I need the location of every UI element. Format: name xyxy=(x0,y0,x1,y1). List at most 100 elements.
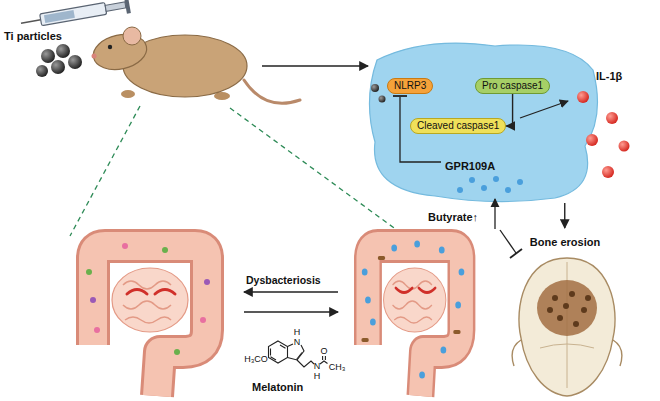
bacterium xyxy=(200,317,206,323)
butyrate-dot xyxy=(459,269,465,276)
butyrate-dot xyxy=(517,179,523,185)
gut-dysbiosis xyxy=(86,243,210,396)
butyrate-dot xyxy=(469,177,475,183)
mouse-eye xyxy=(108,45,112,49)
syringe-handle xyxy=(124,0,131,14)
butyrate-dot xyxy=(362,269,368,276)
colon-wall xyxy=(368,246,461,396)
sad-face xyxy=(127,290,175,295)
bacterium xyxy=(204,279,210,285)
double-bond xyxy=(297,353,303,360)
atom-label: N xyxy=(314,362,321,371)
mouse-ear xyxy=(123,27,141,45)
atom-label: N xyxy=(294,338,301,347)
node-outline xyxy=(500,228,630,398)
gut-healthy xyxy=(361,241,464,397)
group-label: CH₃ xyxy=(329,363,346,372)
bacterium xyxy=(378,256,385,260)
node-text: GPR109A xyxy=(445,160,495,173)
metabolite-label: Butyrate↑ xyxy=(428,211,478,224)
atom-label: O xyxy=(320,347,327,356)
dysbiosis-arrow xyxy=(244,291,338,292)
butyrate-dot xyxy=(455,302,461,309)
intestine-loops xyxy=(123,281,171,323)
happy-face xyxy=(396,288,435,293)
ti-particle xyxy=(56,44,70,58)
inhibition-bar xyxy=(510,249,522,258)
colon xyxy=(93,246,207,396)
bacterium xyxy=(90,297,96,303)
release-arrow xyxy=(520,101,568,118)
cell-membrane xyxy=(369,43,597,201)
benzene-ring xyxy=(269,341,288,363)
syringe-barrel xyxy=(40,2,107,25)
node-text: Cleaved caspase1 xyxy=(417,120,499,132)
arrow-connector xyxy=(564,203,565,228)
ti-particle xyxy=(51,60,65,74)
syringe xyxy=(19,0,130,32)
protein-pill: Cleaved caspase1 xyxy=(410,118,506,134)
colon xyxy=(368,246,461,396)
erosion-pit xyxy=(573,321,579,327)
syringe-plunger xyxy=(105,2,126,11)
il1b-molecule xyxy=(606,112,618,124)
butyrate-dot xyxy=(414,241,420,248)
erosion-pit xyxy=(547,307,553,313)
il1b-molecule xyxy=(602,166,614,178)
bacterium xyxy=(122,243,128,249)
bacterium xyxy=(174,349,180,355)
erosion-pit xyxy=(552,295,558,301)
ti-particle xyxy=(371,84,379,92)
colon-wall xyxy=(93,246,207,396)
protein-pill: NLRP3 xyxy=(387,78,433,94)
inhibition-bar xyxy=(393,95,407,97)
skull-outline xyxy=(519,258,615,396)
small-intestine xyxy=(112,268,188,332)
inhibition-line xyxy=(500,230,516,253)
erosion-pit xyxy=(563,303,569,309)
erosion-pit xyxy=(569,291,575,297)
carbonyl-bond xyxy=(323,356,326,360)
butyrate-dot xyxy=(419,372,425,379)
ti-particle xyxy=(41,49,55,63)
erosion-pit xyxy=(581,307,587,313)
restore-arrow xyxy=(244,311,338,312)
butyrate-dot xyxy=(493,176,499,182)
butyrate-dot xyxy=(457,187,463,193)
erosion-pit xyxy=(557,315,563,321)
bacterium xyxy=(86,269,92,275)
butyrate-arrow xyxy=(494,199,495,229)
inhibition-line xyxy=(400,97,441,162)
butyrate-dot xyxy=(391,245,397,252)
node-text: NLRP3 xyxy=(394,80,426,92)
il1b-molecule xyxy=(586,134,598,146)
butyrate-dot xyxy=(441,347,447,354)
process-label: Dysbacteriosis xyxy=(246,274,321,286)
flow-arrow xyxy=(262,65,368,66)
butyrate-dot xyxy=(439,247,445,254)
butyrate-dot xyxy=(370,319,376,326)
ti-particle xyxy=(68,55,82,69)
mouse-nose xyxy=(92,54,97,59)
node-text: Bone erosion xyxy=(500,228,630,249)
group-label: H₃CO xyxy=(244,355,268,364)
butyrate-dot xyxy=(481,185,487,191)
arrow-connector xyxy=(506,94,512,126)
bacterium xyxy=(453,330,460,334)
needle xyxy=(21,20,41,23)
double-bonds xyxy=(271,345,286,360)
bacterium xyxy=(162,247,168,253)
bacterium xyxy=(94,327,100,333)
ti-particle xyxy=(36,65,48,77)
side-chain xyxy=(297,360,328,367)
atom-label: H xyxy=(294,328,301,337)
bacterium xyxy=(361,338,368,342)
erosion-pit xyxy=(585,295,591,301)
protein-pill: Pro caspase1 xyxy=(475,78,550,94)
mouse-leg xyxy=(121,90,135,98)
il1b-molecule xyxy=(577,91,589,103)
syringe-fluid xyxy=(44,10,75,23)
butyrate-dot xyxy=(505,187,511,193)
